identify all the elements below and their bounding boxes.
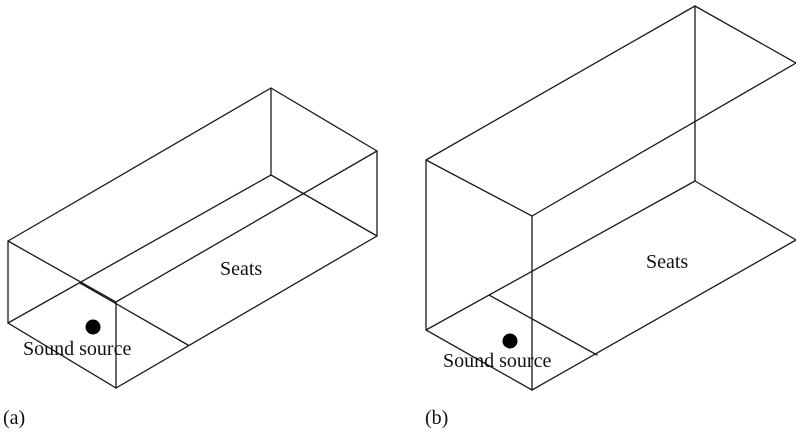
sound-source-dot-b	[502, 333, 518, 349]
room-b-floor-back-edge	[425, 180, 696, 331]
sound-source-dot-a	[85, 319, 101, 335]
room-b-floor-front-edge	[531, 239, 796, 391]
seats-label-b: Seats	[646, 251, 688, 273]
seats-label-a: Seats	[220, 258, 262, 280]
room-b	[425, 5, 796, 392]
room-a-top-front-edge	[115, 150, 378, 303]
room-b-top-right-edge	[694, 5, 796, 64]
room-b-top-front-edge	[531, 62, 796, 217]
room-a-top-back-edge	[7, 87, 272, 242]
sound-source-label-b: Sound source	[443, 350, 551, 372]
room-a-top-right-edge	[270, 87, 378, 152]
room-a-floor-back-edge	[7, 174, 272, 324]
panel-label-a: (a)	[3, 407, 25, 429]
room-b-top-back-edge	[425, 5, 696, 161]
room-b-seating-divider	[488, 294, 598, 356]
room-a-floor-front-edge	[115, 235, 378, 389]
room-a-seating-divider	[79, 282, 189, 346]
sound-source-label-a: Sound source	[23, 338, 131, 360]
room-b-floor-right-edge	[694, 180, 796, 241]
room-a-floor-right-edge	[270, 174, 378, 237]
panel-label-b: (b)	[425, 407, 448, 429]
room-a	[7, 87, 378, 390]
